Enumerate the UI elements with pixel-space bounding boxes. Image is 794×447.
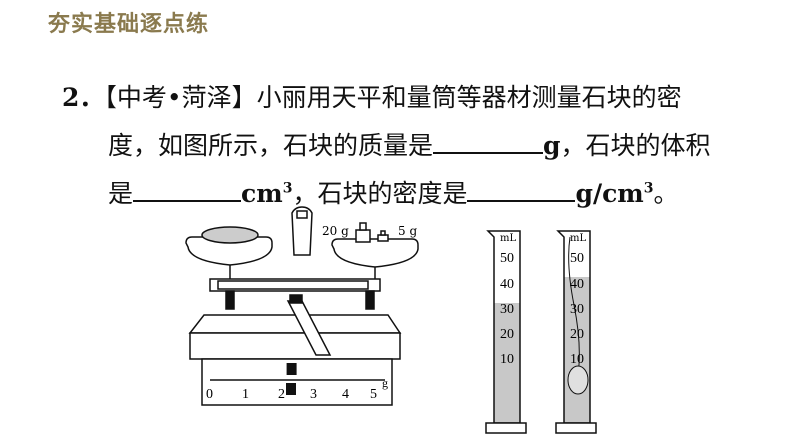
scale-unit: g [382, 376, 388, 390]
unit-right: mL [570, 233, 586, 244]
cylinder-right: mL 50 40 30 20 10 [555, 230, 597, 434]
unit-g: g [543, 131, 561, 160]
density-blank[interactable] [467, 176, 576, 202]
mass-blank[interactable] [433, 128, 544, 154]
svg-text:30: 30 [500, 302, 514, 317]
unit-gcm3: g/cm3 [575, 179, 654, 208]
left-pan [185, 236, 273, 266]
svg-text:10: 10 [500, 352, 514, 367]
svg-text:10: 10 [570, 352, 584, 367]
scale-tick-0: 0 [206, 387, 213, 402]
unit-cm3: cm3 [241, 179, 293, 208]
question-text-1: 小丽用天平和量筒等器材测量石块的密 [256, 83, 682, 112]
base-top [188, 314, 402, 334]
front-scale [201, 358, 393, 406]
water-fill-left [494, 303, 520, 423]
scale-ticks: 0 1 2 3 4 5 g [206, 376, 388, 402]
stone-submerged-icon [567, 365, 589, 395]
question-text-3: ，石块的体积 [560, 131, 711, 160]
question-line-3: 是 cm3，石块的密度是 g/cm3。 [108, 176, 679, 210]
weight-20g-label: 20 g [322, 224, 349, 238]
stone-icon [201, 226, 259, 244]
question-source: 【中考•菏泽】 [104, 83, 257, 112]
svg-text:50: 50 [500, 251, 514, 266]
volume-blank[interactable] [133, 176, 242, 202]
pointer-column [291, 206, 313, 256]
svg-text:40: 40 [570, 277, 584, 292]
water-fill-right [564, 277, 590, 423]
unit-left: mL [500, 233, 516, 244]
svg-text:20: 20 [500, 327, 514, 342]
right-pan [331, 238, 419, 268]
cylinder-left: mL 50 40 30 20 10 [485, 230, 527, 434]
scale-tick-5: 5 [370, 387, 377, 402]
question-line-2: 度，如图所示，石块的质量是 g，石块的体积 [108, 128, 711, 162]
scale-tick-4: 4 [342, 387, 349, 402]
question-text-2: 度，如图所示，石块的质量是 [108, 131, 434, 160]
scale-tick-2: 2 [278, 387, 285, 402]
scale-tick-1: 1 [242, 387, 249, 402]
balance-figure: 20 g 5 g 0 1 2 3 4 5 g [185, 206, 419, 406]
question-text-5: ，石块的密度是 [292, 179, 468, 208]
question-line-1: 2．【中考•菏泽】小丽用天平和量筒等器材测量石块的密 [62, 82, 682, 114]
svg-text:40: 40 [500, 277, 514, 292]
rider-icon [286, 363, 297, 375]
question-text-6: 。 [653, 179, 679, 208]
weight-5g-icon [377, 234, 389, 242]
svg-text:20: 20 [570, 327, 584, 342]
question-number: 2． [62, 83, 105, 112]
scale-tick-3: 3 [310, 387, 317, 402]
svg-text:50: 50 [570, 251, 584, 266]
section-title: 夯实基础逐点练 [48, 12, 210, 37]
weight-5g-label: 5 g [398, 224, 417, 238]
svg-text:30: 30 [570, 302, 584, 317]
weight-20g-icon [355, 229, 371, 243]
question-text-4: 是 [108, 179, 134, 208]
